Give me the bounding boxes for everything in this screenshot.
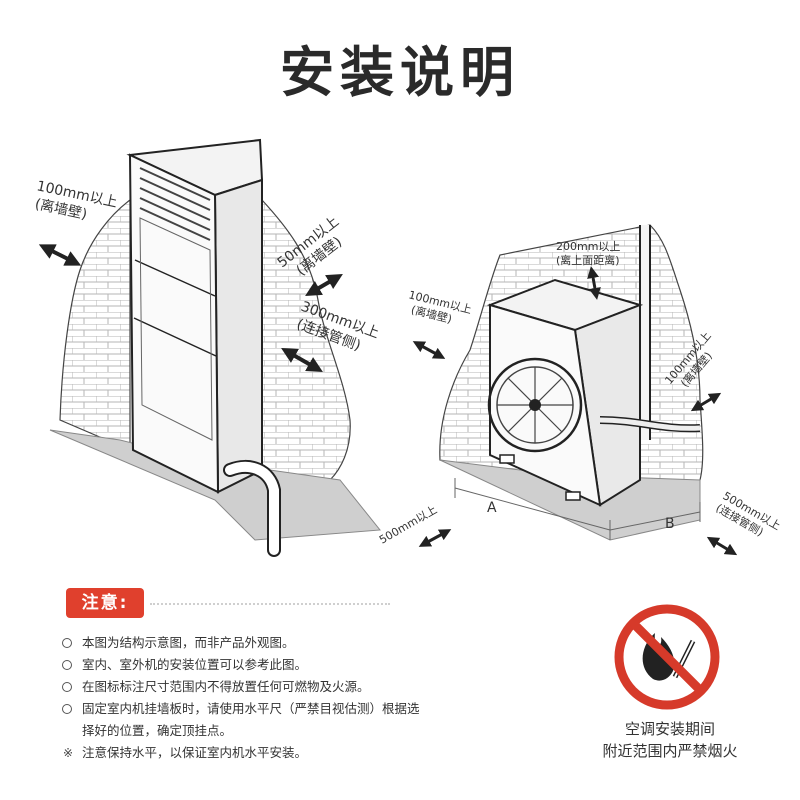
indoor-left-label: 100mm以上 (离墙壁): [33, 178, 118, 223]
circle-bullet-icon: [62, 660, 72, 670]
outdoor-right-arrow: [690, 392, 722, 412]
fan-guard: [487, 357, 583, 453]
outdoor-top-label: 200mm以上 (离上面距离): [556, 240, 620, 267]
outdoor-unit: [486, 278, 644, 507]
indoor-left-arrow: [38, 244, 82, 266]
svg-text:200mm以上: 200mm以上: [556, 240, 620, 253]
svg-text:(离上面距离): (离上面距离): [556, 253, 620, 267]
circle-bullet-icon: [62, 638, 72, 648]
warning-caption-line1: 空调安装期间: [624, 720, 715, 738]
indoor-right-arrow: [305, 273, 343, 297]
indoor-pipe-arrow: [281, 348, 323, 372]
notice-item: 在图标标注尺寸范围内不得放置任何可燃物及火源。: [62, 676, 532, 698]
circle-bullet-icon: [62, 704, 72, 714]
notice-list: 本图为结构示意图，而非产品外观图。 室内、室外机的安装位置可以参考此图。 在图标…: [62, 632, 532, 764]
no-fire-warning-icon: [614, 604, 720, 710]
page-title: 安装说明: [280, 41, 520, 104]
dimension-lines: [454, 478, 701, 540]
outdoor-pipe-front-arrow: [706, 536, 738, 556]
indoor-wall-left: [59, 198, 131, 451]
outdoor-top-arrow: [587, 266, 601, 300]
indoor-wall-right: [261, 198, 351, 481]
dimension-a: A: [487, 500, 497, 516]
indoor-unit: [126, 138, 264, 494]
warning-caption: 空调安装期间 附近范围内严禁烟火: [570, 718, 770, 762]
indoor-scene: 100mm以上 (离墙壁) 50mm以上 (离墙壁) 300mm以上 (连接管侧…: [33, 138, 381, 557]
outdoor-front-arrow: [418, 529, 452, 547]
outdoor-pipe-front-label: 500mm以上 (连接管侧): [714, 489, 783, 539]
outdoor-left-arrow: [412, 341, 446, 359]
notice-star-item: ※注意保持水平，以保证室内机水平安装。: [62, 742, 532, 764]
notice-item: 固定室内机挂墙板时，请使用水平尺（严禁目视估测）根据选: [62, 698, 532, 720]
outdoor-left-label: 100mm以上 (离墙壁): [407, 288, 473, 326]
circle-bullet-icon: [62, 682, 72, 692]
warning-caption-line2: 附近范围内严禁烟火: [602, 742, 738, 760]
notice-item: 本图为结构示意图，而非产品外观图。: [62, 632, 532, 654]
notice-item-continued: 择好的位置，确定顶挂点。: [82, 723, 233, 738]
notice-item: 室内、室外机的安装位置可以参考此图。: [62, 654, 532, 676]
dimension-b: B: [665, 516, 675, 532]
notice-badge: 注意:: [66, 588, 144, 618]
reference-mark-icon: ※: [63, 746, 74, 760]
outdoor-scene: A B 200mm以上 (离上面距离) 100mm以上 (离墙壁) 100mm以…: [377, 224, 783, 556]
notice-divider: [150, 603, 390, 605]
